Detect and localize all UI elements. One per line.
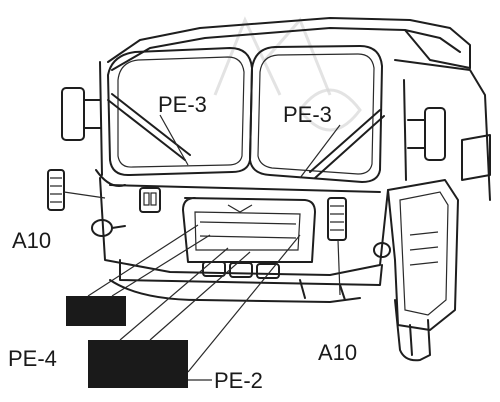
side-door	[387, 134, 491, 331]
label-pe2: PE-2	[214, 368, 263, 393]
cab-roof-frame	[107, 17, 491, 201]
label-pe3-left: PE-3	[158, 92, 207, 117]
label-pe3-right: PE-3	[283, 102, 332, 127]
label-pe4: PE-4	[8, 346, 57, 371]
cab-front-panel	[99, 177, 389, 303]
label-a10-right: A10	[318, 340, 357, 365]
part-pe2-plate	[88, 340, 188, 388]
part-a10-right	[327, 197, 347, 241]
mirror-left	[61, 61, 126, 187]
lower-frame	[299, 279, 431, 362]
mirror-right	[403, 79, 446, 181]
label-a10-left: A10	[12, 228, 51, 253]
side-knob	[91, 219, 391, 258]
part-a10-left	[47, 169, 65, 211]
grille-recess	[182, 197, 316, 263]
wiper-right	[309, 109, 385, 179]
leader-lines	[63, 114, 341, 381]
part-pe4-plate	[66, 296, 126, 326]
windshield-right	[249, 45, 383, 183]
